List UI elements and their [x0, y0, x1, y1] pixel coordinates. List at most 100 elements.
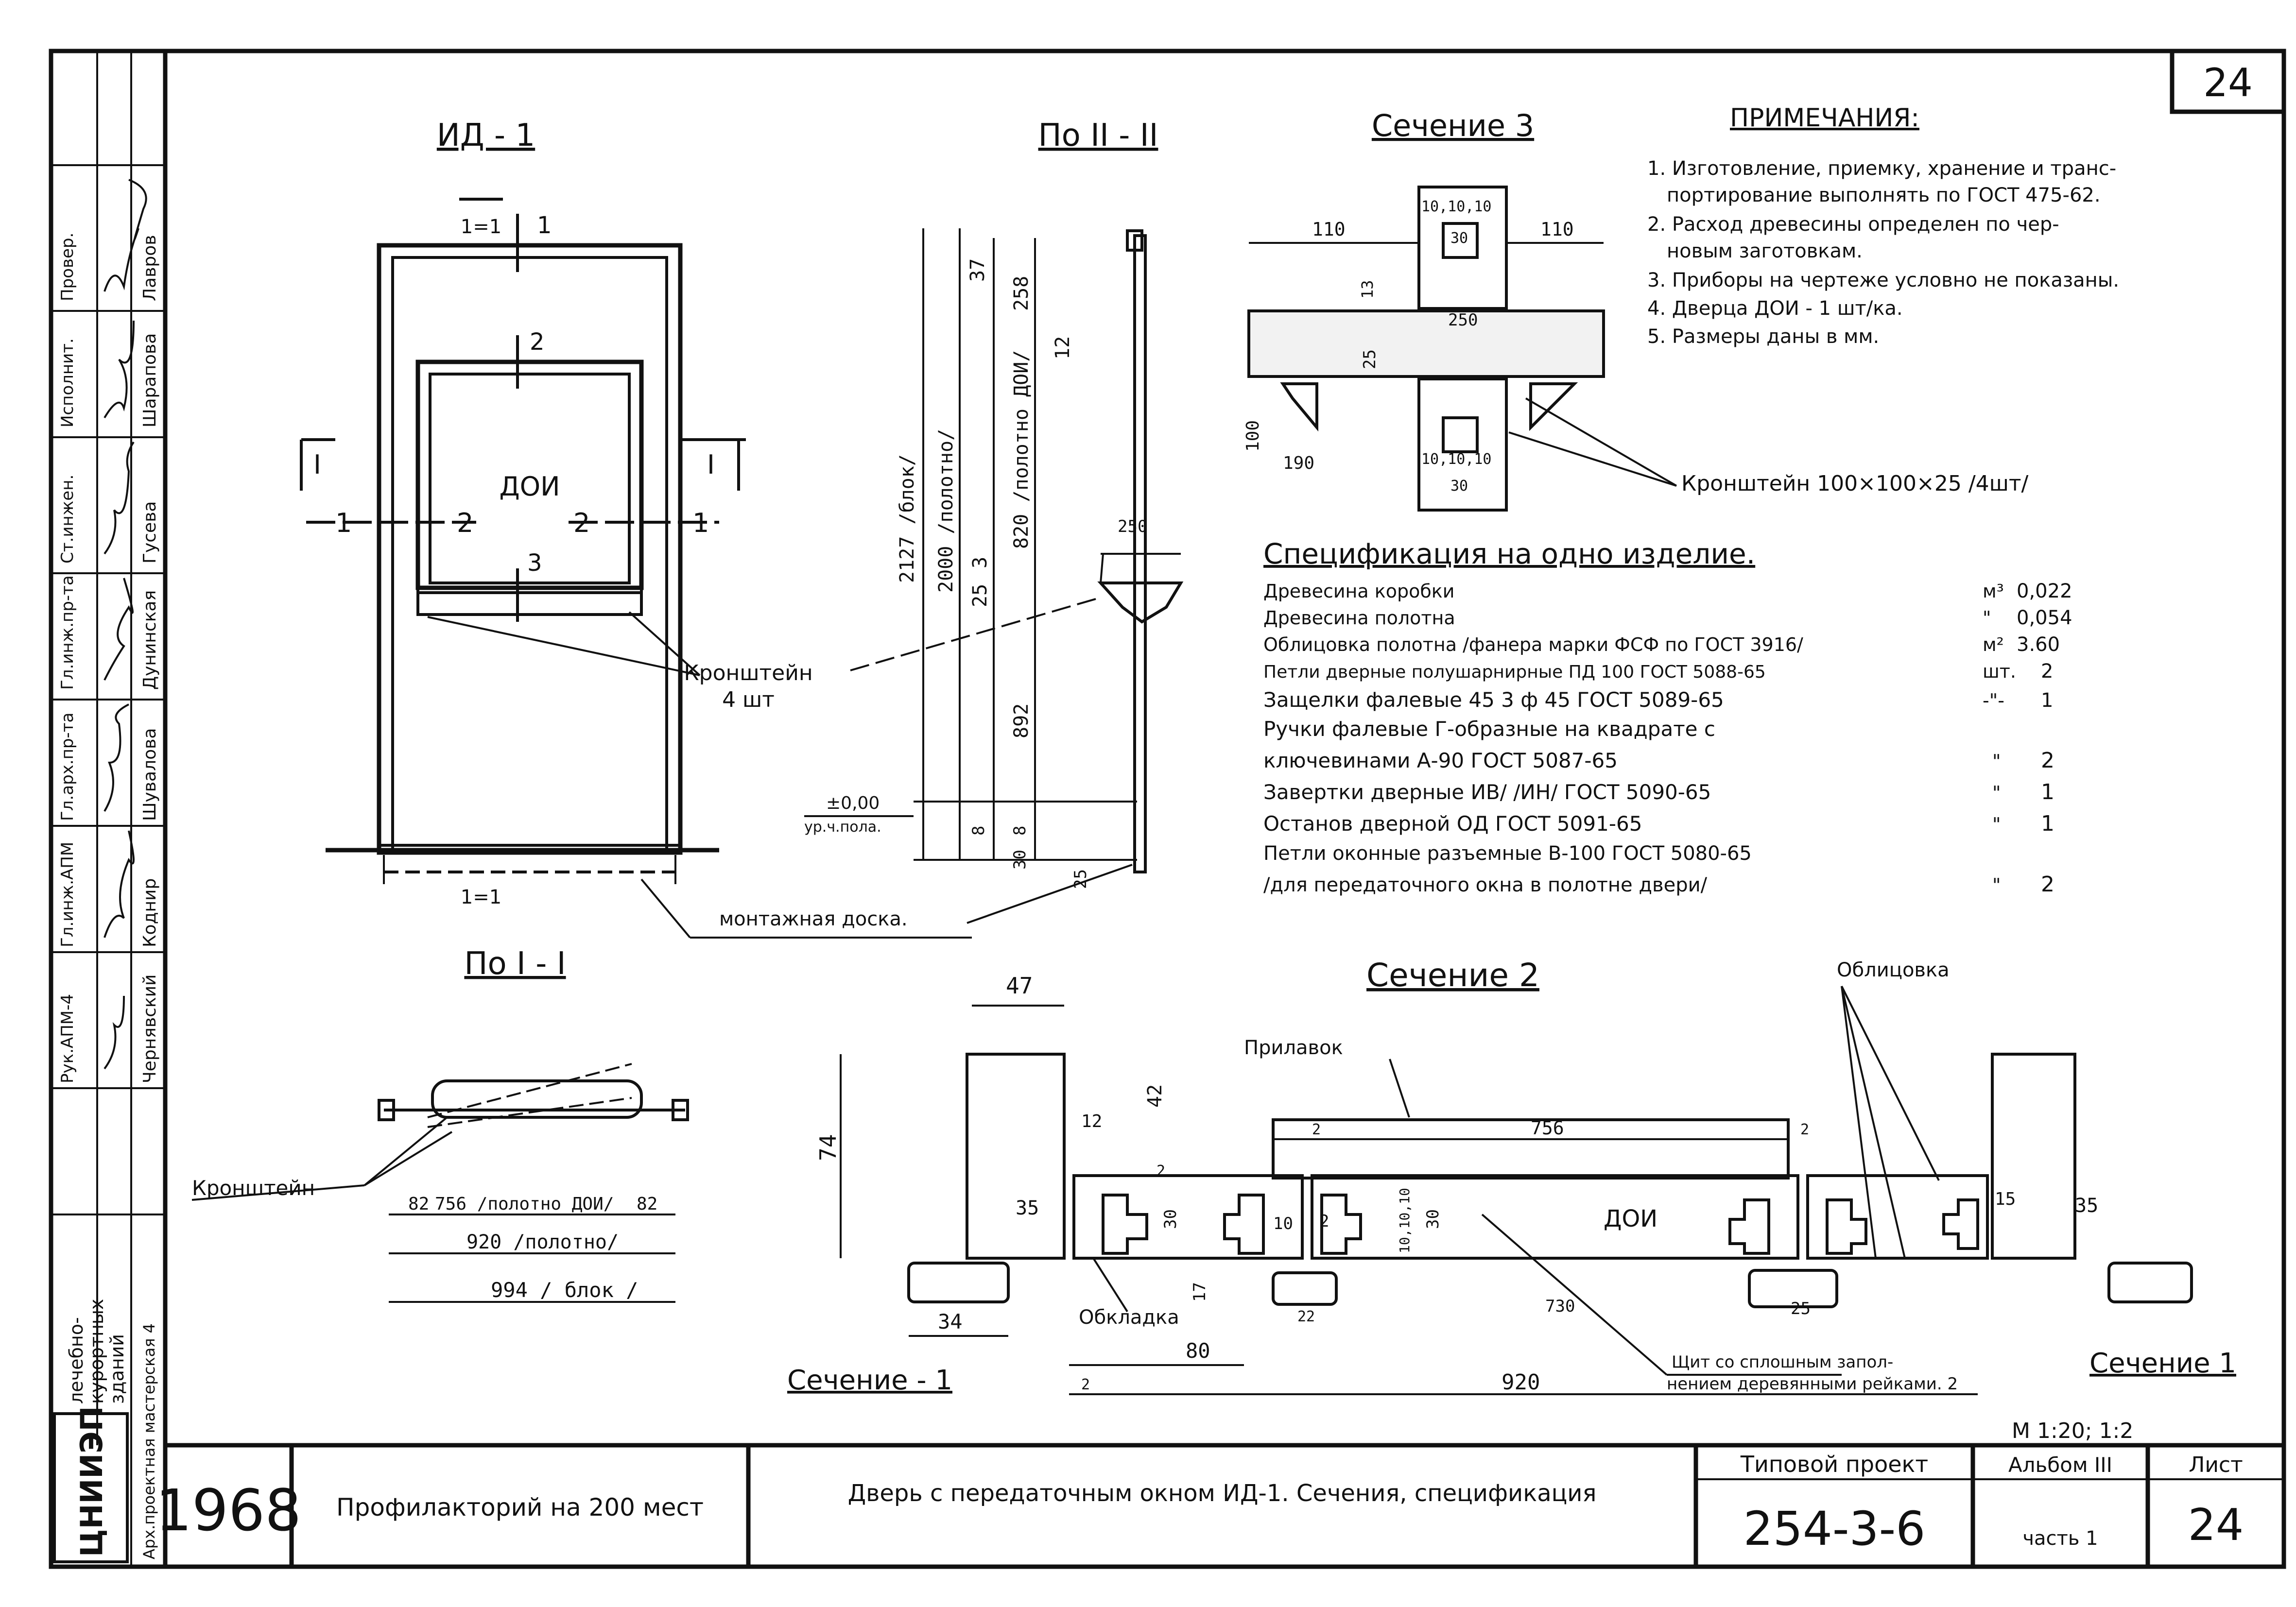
stamp-name-0: Лавров: [140, 235, 160, 301]
tb-album: Альбом III: [2008, 1453, 2112, 1477]
stamp-name-2: Гусева: [140, 501, 160, 564]
s3-bracket-left: [1280, 382, 1318, 432]
s2-label-panel-a: Щит со сплошным запол-: [1672, 1352, 1893, 1372]
cut-roman-right: I: [707, 449, 715, 480]
s2-frame-right: [1991, 1053, 2076, 1260]
spec-row-7-unit: ": [1992, 782, 2001, 804]
stamp-org-3: зданий: [106, 1334, 128, 1404]
note-4: 4. Дверца ДОИ - 1 шт/ка.: [1647, 297, 1903, 320]
spec-row-2-qty: 3.60: [2017, 633, 2060, 656]
cut-2-left: 2: [457, 508, 473, 538]
signature-0: [104, 179, 147, 292]
spec-row-8-unit: ": [1992, 814, 2001, 835]
s2-dim-17: 17: [1190, 1282, 1209, 1302]
stamp-name-5: Коднир: [140, 878, 160, 947]
s2-dim-920: 920: [1502, 1370, 1540, 1395]
s2-plinth-mid-right: [1748, 1269, 1838, 1308]
s2-tongue-3: [1320, 1194, 1362, 1255]
s3-bottom-tongue: [1442, 416, 1479, 453]
signature-3: [104, 578, 134, 681]
shelf: [416, 586, 643, 616]
s2-dim-756: 756: [1531, 1117, 1564, 1139]
view-1-1: По I - I Кронштейн 82 756 /полотно ДОИ/ …: [191, 946, 689, 1303]
s3-dim-190: 190: [1283, 453, 1314, 473]
stamp-role-6: Рук.АПМ-4: [58, 994, 77, 1083]
s2-dim-34: 34: [938, 1310, 963, 1333]
note-1a: 1. Изготовление, приемку, хранение и тра…: [1647, 157, 2116, 180]
door-frame-inner: [391, 256, 668, 854]
s2-dim-15: 15: [1995, 1189, 2016, 1209]
s2-dim-101010: 10,10,10: [1397, 1188, 1413, 1253]
bracket-side: [1097, 581, 1184, 624]
tb-part: часть 1: [2022, 1527, 2098, 1550]
sheet-number-box: [2170, 49, 2286, 114]
s2-counter: [1272, 1118, 1790, 1180]
cniiep-logo: ЦНИИЭП: [74, 1406, 109, 1557]
v1-dim-82-right: 82: [637, 1194, 657, 1214]
stamp-role-5: Гл.инж.АПМ: [58, 842, 77, 947]
v1-dim-920: 920 /полотно/: [466, 1231, 619, 1253]
signature-4: [104, 703, 129, 812]
v1-door-body: [431, 1079, 643, 1119]
spec-row-8-qty: 1: [2041, 811, 2054, 836]
s2-dim-80: 80: [1186, 1339, 1210, 1363]
s3-bracket-right: [1529, 382, 1578, 431]
cniiep-logo-frame: [53, 1412, 129, 1563]
stamp-role-4: Гл.арх.пр-та: [58, 713, 77, 821]
tb-year: 1968: [155, 1477, 301, 1544]
note-2a: 2. Расход древесины определен по чер-: [1647, 213, 2059, 236]
bracket-label: Кронштейн: [684, 661, 812, 685]
signature-1: [104, 320, 135, 419]
v2-dim-2000: 2000 /полотно/: [935, 429, 957, 593]
s3-dim-101010-bottom: 10,10,10: [1421, 451, 1492, 468]
dim-bottom: 1=1: [461, 886, 501, 908]
elevation-title: ИД - 1: [437, 118, 535, 154]
cut-2-right: 2: [573, 508, 590, 538]
spec-row-10-unit: ": [1992, 874, 2001, 896]
v1-dim-82-left: 82: [408, 1194, 429, 1214]
spec-row-0-qty: 0,022: [2017, 580, 2072, 602]
tb-sheet-title: Дверь с передаточным окном ИД-1. Сечения…: [848, 1480, 1597, 1507]
spec-row-1-qty: 0,054: [2017, 607, 2072, 629]
spec-row-4-name: Защелки фалевые 45 3 ф 45 ГОСТ 5089-65: [1263, 688, 1724, 712]
window-label: ДОИ: [499, 471, 560, 502]
s2-panel-mid: [1311, 1174, 1799, 1260]
cut-roman-left: I: [313, 449, 321, 480]
v2-dim-25: 25: [969, 584, 991, 607]
s2-dim-2-bottom: 2: [1081, 1376, 1090, 1393]
s3-dim-250: 250: [1448, 310, 1478, 330]
level-zero: ±0,00: [826, 793, 880, 813]
stamp-name-3: Дунинская: [140, 590, 160, 690]
tb-project-label: Типовой проект: [1740, 1451, 1928, 1477]
spec-row-3-name: Петли дверные полушарнирные ПД 100 ГОСТ …: [1263, 662, 1766, 682]
spec-row-8-name: Останов дверной ОД ГОСТ 5091-65: [1263, 812, 1642, 836]
v1-bracket: Кронштейн: [192, 1176, 315, 1200]
s2-label-facing: Облицовка: [1837, 959, 1950, 981]
s3-bracket-label: Кронштейн 100×100×25 /4шт/: [1681, 471, 2029, 496]
v2-dim-37: 37: [967, 258, 989, 282]
spec-row-5-name: Ручки фалевые Г-образные на квадрате с: [1263, 717, 1715, 741]
v2-dim-2127: 2127 /блок/: [896, 454, 918, 583]
s2-dim-12: 12: [1081, 1111, 1102, 1131]
s2-plinth-left: [907, 1262, 1010, 1303]
stamp-org-2: курортных: [86, 1299, 107, 1404]
s2-dim-2-mid: 2: [1319, 1212, 1329, 1231]
stamp-role-3: Гл.инж.пр-та: [58, 575, 77, 690]
spec-row-3-qty: 2: [2041, 660, 2053, 683]
s2-dim-42: 42: [1144, 1084, 1166, 1108]
notes-title: ПРИМЕЧАНИЯ:: [1730, 103, 1919, 133]
sheet-number: 24: [2203, 60, 2253, 105]
v2-dim-30: 30: [1010, 850, 1030, 870]
stamp-name-4: Шувалова: [140, 728, 160, 821]
outer-frame: [49, 49, 2286, 1569]
s3-dim-25: 25: [1360, 349, 1380, 369]
tb-project-number: 254-3-6: [1744, 1502, 1926, 1556]
note-2b: новым заготовкам.: [1667, 240, 1863, 262]
s3-dim-101010-top: 10,10,10: [1421, 198, 1492, 215]
title-block: 1968 Профилакторий на 200 мест Дверь с п…: [155, 1445, 2284, 1567]
stamp-role-1: Исполнит.: [58, 338, 77, 427]
s3-dim-100: 100: [1243, 420, 1263, 452]
spec-row-6-unit: ": [1992, 751, 2001, 772]
s2-dim-2-counter-right: 2: [1800, 1121, 1809, 1138]
